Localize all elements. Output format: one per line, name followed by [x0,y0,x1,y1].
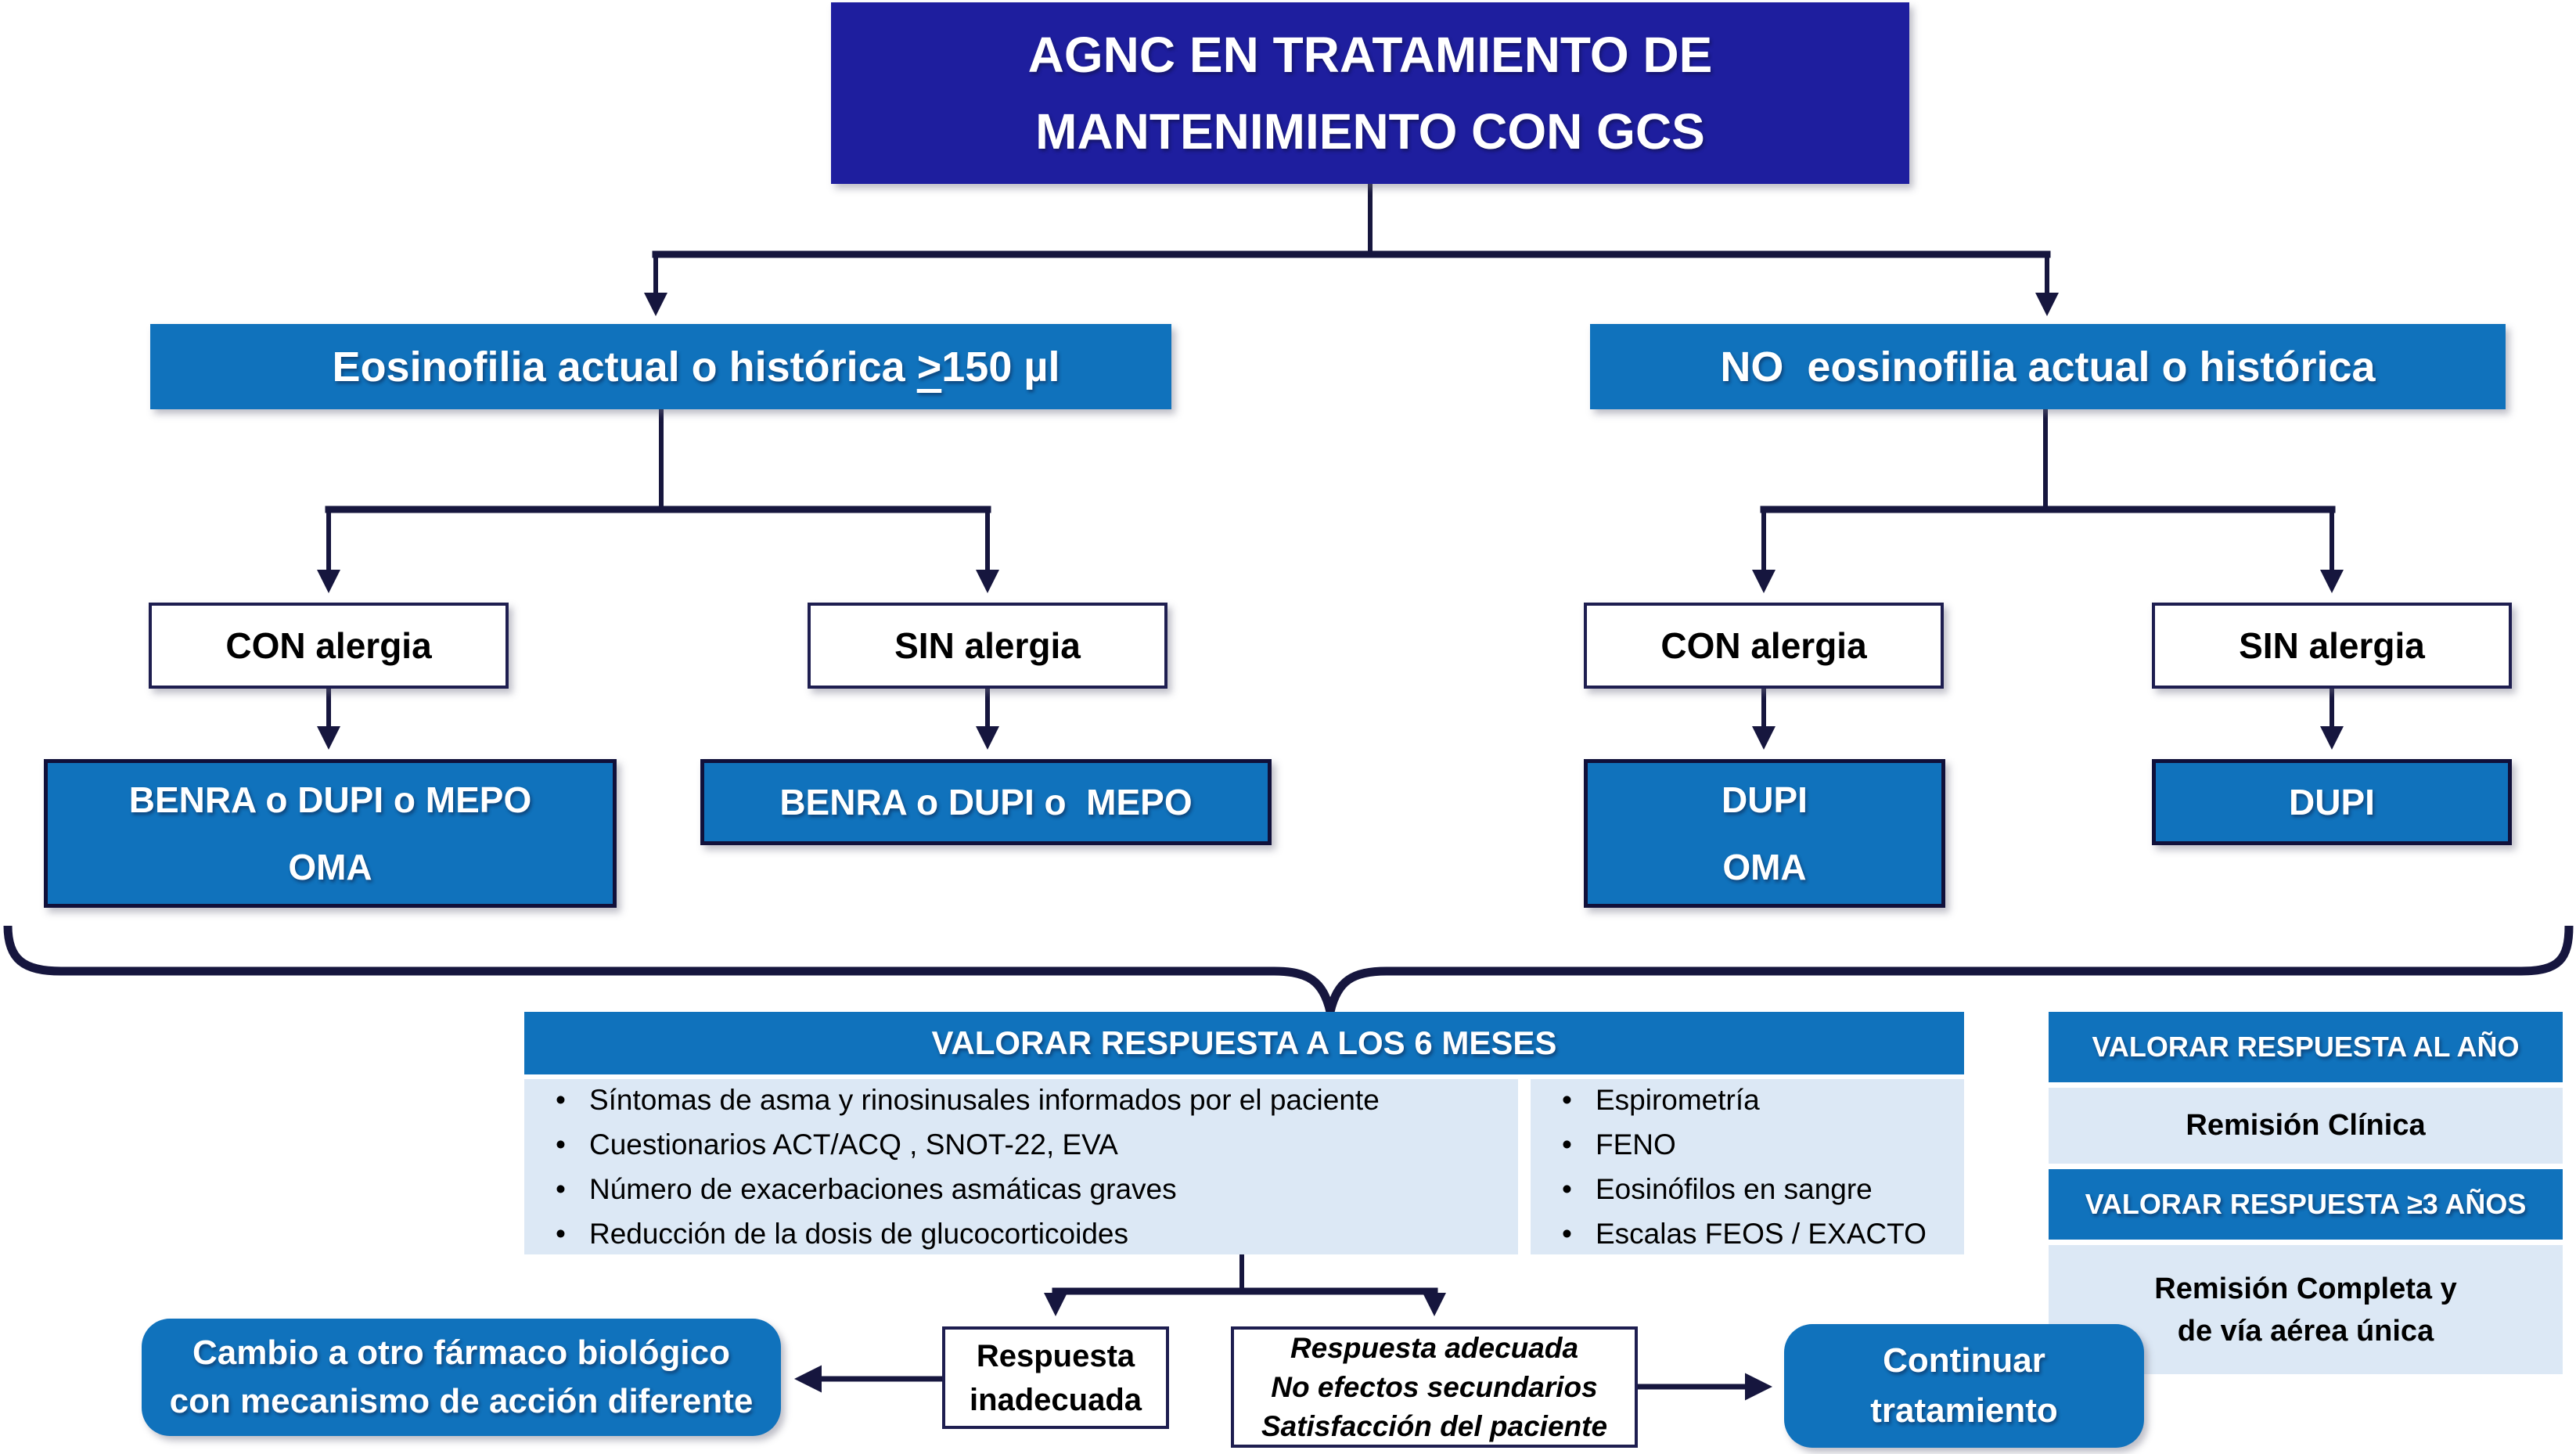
assessment-3y-header-label: VALORAR RESPUESTA ≥3 AÑOS [2085,1188,2527,1220]
treatment-noeos-con-line2: OMA [1722,847,1807,887]
list-item: Eosinófilos en sangre [1562,1173,1964,1206]
sin-alergia-right-box: SIN alergia [2152,603,2512,689]
list-item: Espirometría [1562,1084,1964,1117]
title-box: AGNC EN TRATAMIENTO DE MANTENIMIENTO CON… [831,2,1909,184]
branch-no-eosinophilia-label: NO eosinofilia actual o histórica [1720,343,2376,390]
assessment-6m-header-label: VALORAR RESPUESTA A LOS 6 MESES [931,1024,1557,1061]
title-line2: MANTENIMIENTO CON GCS [1035,103,1705,160]
assessment-year-header: VALORAR RESPUESTA AL AÑO [2049,1012,2563,1082]
branch-no-eosinophilia-box: NO eosinofilia actual o histórica [1590,324,2506,409]
treatment-noeos-sin-box: DUPI [2152,759,2512,845]
treatment-eos-con-line1: BENRA o DUPI o MEPO [128,779,532,820]
assessment-6m-right-panel: Espirometría FENO Eosinófilos en sangre … [1531,1079,1964,1254]
eosinophilia-label-pre: Eosinofilia actual o histórica [332,343,917,390]
remission-complete-line1: Remisión Completa y [2154,1272,2457,1305]
assessment-year-header-label: VALORAR RESPUESTA AL AÑO [2092,1031,2520,1063]
inadequate-line1: Respuesta [976,1338,1135,1373]
brace [3,925,2574,1013]
eosinophilia-geq-sign: > [916,343,942,390]
inadequate-response-box: Respuesta inadecuada [942,1326,1169,1429]
treatment-noeos-con-box: DUPI OMA [1584,759,1945,908]
assessment-3y-header: VALORAR RESPUESTA ≥3 AÑOS [2049,1169,2563,1240]
continue-line2: tratamiento [1870,1391,2058,1430]
remission-complete-box: Remisión Completa y de vía aérea única [2049,1245,2563,1374]
switch-biologic-line1: Cambio a otro fármaco biológico [192,1333,730,1372]
title-line1: AGNC EN TRATAMIENTO DE [1027,27,1713,83]
treatment-eos-sin-box: BENRA o DUPI o MEPO [700,759,1272,845]
list-item: Reducción de la dosis de glucocorticoide… [556,1218,1518,1251]
switch-biologic-box: Cambio a otro fármaco biológico con meca… [142,1319,781,1436]
treatment-eos-con-box: BENRA o DUPI o MEPO OMA [44,759,617,908]
adequate-response-box: Respuesta adecuada No efectos secundario… [1231,1326,1638,1448]
sin-alergia-left-box: SIN alergia [808,603,1167,689]
treatment-eos-con-line2: OMA [288,847,372,887]
assessment-6m-header: VALORAR RESPUESTA A LOS 6 MESES [524,1012,1964,1074]
continue-line1: Continuar [1883,1341,2045,1380]
switch-biologic-line2: con mecanismo de acción diferente [169,1382,754,1420]
list-item: Cuestionarios ACT/ACQ , SNOT-22, EVA [556,1128,1518,1161]
treatment-eos-sin-line1: BENRA o DUPI o MEPO [779,782,1193,822]
remission-clinical-box: Remisión Clínica [2049,1088,2563,1164]
assessment-6m-right-list: Espirometría FENO Eosinófilos en sangre … [1531,1079,1964,1254]
treatment-noeos-sin-line1: DUPI [2289,782,2375,822]
remission-complete-line2: de vía aérea única [2177,1314,2434,1348]
adequate-line2: No efectos secundarios [1271,1370,1598,1403]
inadequate-line2: inadecuada [969,1382,1142,1417]
assessment-6m-left-list: Síntomas de asma y rinosinusales informa… [524,1079,1518,1254]
list-item: FENO [1562,1128,1964,1161]
list-item: Número de exacerbaciones asmáticas grave… [556,1173,1518,1206]
assessment-6m-left-panel: Síntomas de asma y rinosinusales informa… [524,1079,1518,1254]
branch-eosinophilia-label: Eosinofilia actual o histórica >150 µl [262,294,1060,440]
con-alergia-left-box: CON alergia [149,603,509,689]
adequate-line1: Respuesta adecuada [1290,1331,1579,1364]
adequate-line3: Satisfacción del paciente [1261,1409,1608,1442]
list-item: Síntomas de asma y rinosinusales informa… [556,1084,1518,1117]
branch-eosinophilia-box: Eosinofilia actual o histórica >150 µl [150,324,1171,409]
continue-treatment-box: Continuar tratamiento [1784,1324,2144,1448]
con-alergia-right-box: CON alergia [1584,603,1944,689]
treatment-noeos-con-line1: DUPI [1722,779,1808,820]
list-item: Escalas FEOS / EXACTO [1562,1218,1964,1251]
eosinophilia-label-post: 150 µl [941,343,1060,390]
